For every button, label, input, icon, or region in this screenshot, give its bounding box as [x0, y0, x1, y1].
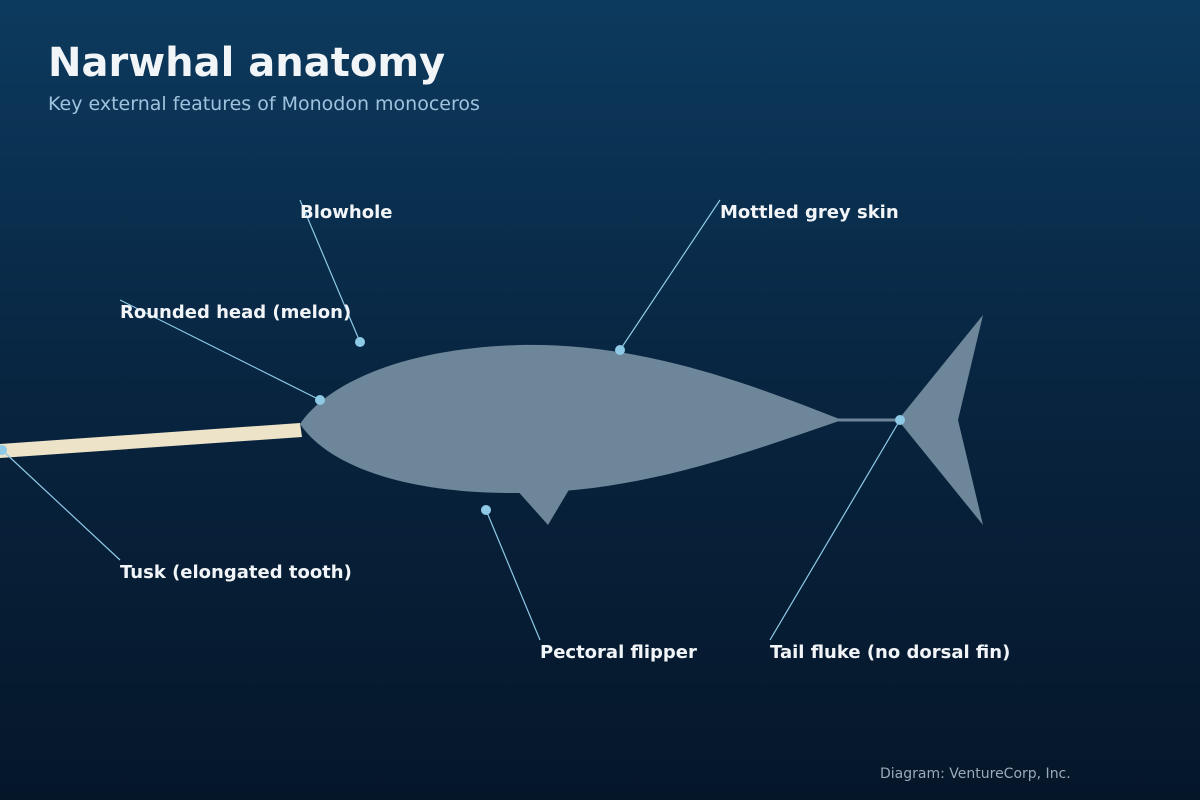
marker-melon — [315, 395, 325, 405]
narwhal-tail-fluke — [898, 315, 983, 525]
leader-line-tusk — [1, 449, 121, 561]
leader-line-skin — [619, 199, 721, 351]
narwhal-pectoral-flipper — [515, 488, 570, 525]
label-melon: Rounded head (melon) — [120, 302, 351, 323]
leader-line-fluke — [769, 419, 901, 641]
marker-skin — [615, 345, 625, 355]
leader-line-melon — [119, 299, 321, 401]
narwhal-tail-stock — [830, 418, 905, 422]
leader-line-flipper — [485, 509, 541, 641]
marker-fluke — [895, 415, 905, 425]
label-fluke: Tail fluke (no dorsal fin) — [770, 642, 1010, 663]
marker-flipper — [481, 505, 491, 515]
narwhal-tusk — [0, 423, 302, 458]
narwhal-body — [300, 344, 842, 494]
marker-tusk — [0, 445, 7, 455]
marker-blowhole — [355, 337, 365, 347]
label-flipper: Pectoral flipper — [540, 642, 697, 663]
label-tusk: Tusk (elongated tooth) — [120, 562, 352, 583]
label-blowhole: Blowhole — [300, 202, 392, 223]
page-subtitle: Key external features of Monodon monocer… — [48, 93, 480, 115]
page-title: Narwhal anatomy — [48, 40, 446, 86]
diagram-credit: Diagram: VentureCorp, Inc. — [880, 766, 1071, 782]
label-skin: Mottled grey skin — [720, 202, 899, 223]
leader-line-blowhole — [299, 199, 361, 343]
